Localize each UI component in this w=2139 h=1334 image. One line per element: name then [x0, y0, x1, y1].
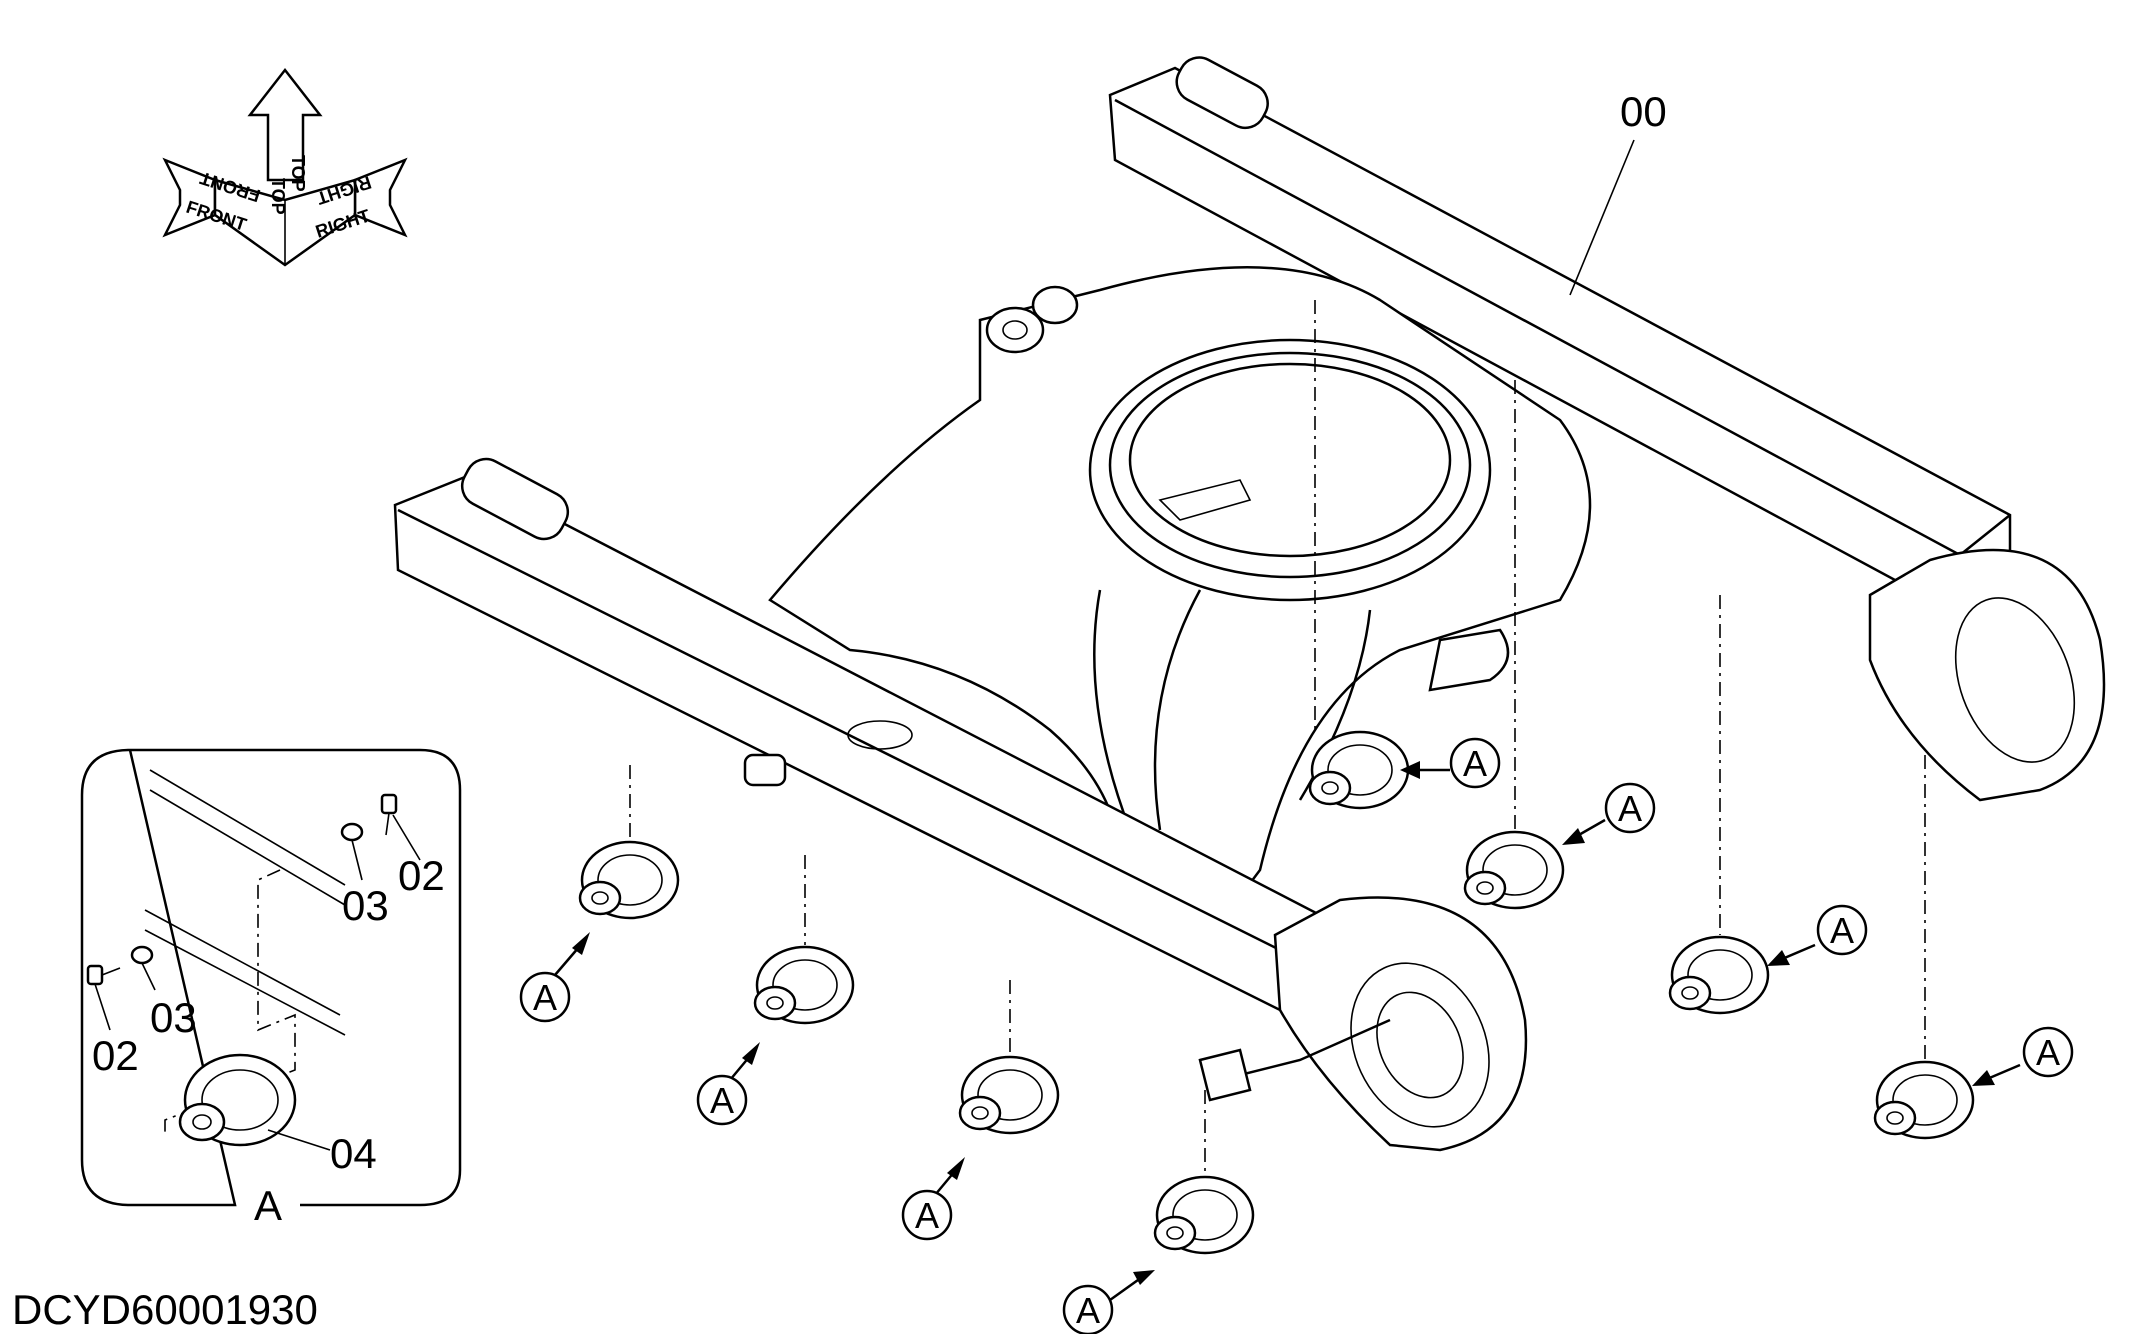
part-label-02-lower: 02: [92, 1032, 139, 1079]
track-rollers: [578, 730, 1975, 1255]
callout-a: A: [1972, 1026, 2074, 1086]
bolt-02-lower: [86, 964, 121, 986]
callout-a: A: [696, 1042, 760, 1126]
svg-text:A: A: [533, 977, 557, 1018]
callout-a: A: [1562, 782, 1656, 845]
detail-callouts: A A A A A A: [519, 737, 2074, 1334]
main-part-label: 00: [1620, 88, 1667, 135]
orientation-top-label: TOP: [268, 178, 288, 215]
track-roller: [1873, 1060, 1975, 1140]
mounting-centerlines: [629, 300, 1926, 1175]
washer-03-upper: [340, 822, 364, 842]
part-label-03-lower: 03: [150, 994, 197, 1041]
detail-view-label: A: [254, 1182, 282, 1229]
svg-text:A: A: [1463, 743, 1487, 784]
svg-text:A: A: [2036, 1032, 2060, 1073]
callout-a: A: [1767, 904, 1868, 966]
orientation-top-label-2: TOP: [288, 155, 308, 192]
track-roller: [578, 840, 680, 920]
callout-a: A: [901, 1157, 965, 1241]
svg-text:A: A: [915, 1195, 939, 1236]
track-frame-assembly: [393, 56, 2106, 1152]
callout-a: A: [1400, 737, 1501, 789]
washer-03-lower: [130, 945, 154, 965]
part-label-04: 04: [330, 1130, 377, 1177]
track-roller: [753, 945, 855, 1025]
bolt-02-upper: [380, 793, 398, 836]
track-roller-04: [178, 1053, 297, 1147]
drawing-id: DCYD60001930: [12, 1286, 318, 1333]
svg-text:A: A: [1076, 1290, 1100, 1331]
svg-text:A: A: [710, 1080, 734, 1121]
main-part-callout: 00: [1569, 88, 1667, 296]
svg-text:A: A: [1830, 910, 1854, 951]
part-label-02-upper: 02: [398, 852, 445, 899]
track-roller: [1668, 935, 1770, 1015]
track-roller: [958, 1055, 1060, 1135]
track-roller: [1308, 730, 1410, 810]
part-label-03-upper: 03: [342, 882, 389, 929]
svg-text:A: A: [1618, 788, 1642, 829]
orientation-arrows-icon: TOP TOP FRONT FRONT RIGHT RIGHT: [162, 67, 408, 267]
track-roller: [1463, 830, 1565, 910]
callout-a: A: [519, 932, 590, 1023]
detail-view-a: 02 03 03 02 04 A: [80, 748, 462, 1229]
callout-a: A: [1062, 1270, 1155, 1334]
track-roller: [1153, 1175, 1255, 1255]
